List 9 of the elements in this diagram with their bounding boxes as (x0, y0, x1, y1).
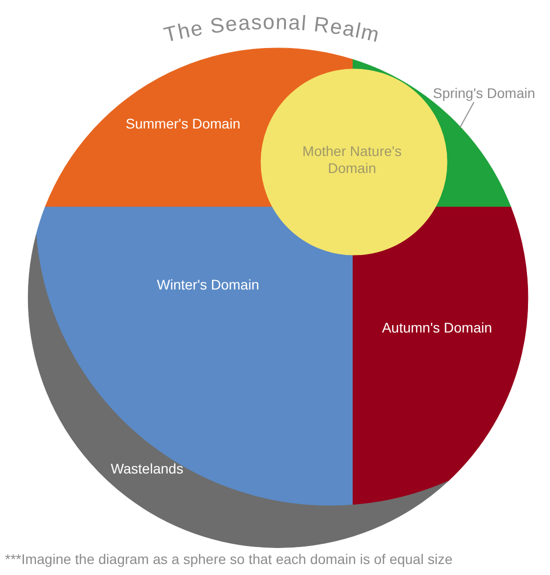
region-label: Winter's Domain (156, 276, 260, 294)
region-label: Wastelands (110, 460, 184, 478)
region-label: Mother Nature's Domain (301, 143, 403, 177)
footnote: ***Imagine the diagram as a sphere so that each domain is of equal size (5, 551, 452, 568)
title: The Seasonal Realm (162, 10, 382, 48)
leader-line (460, 102, 474, 128)
region-label: Autumn's Domain (382, 320, 492, 336)
region-label: Summer's Domain (126, 116, 240, 132)
callout-label: Spring's Domain (432, 84, 536, 102)
